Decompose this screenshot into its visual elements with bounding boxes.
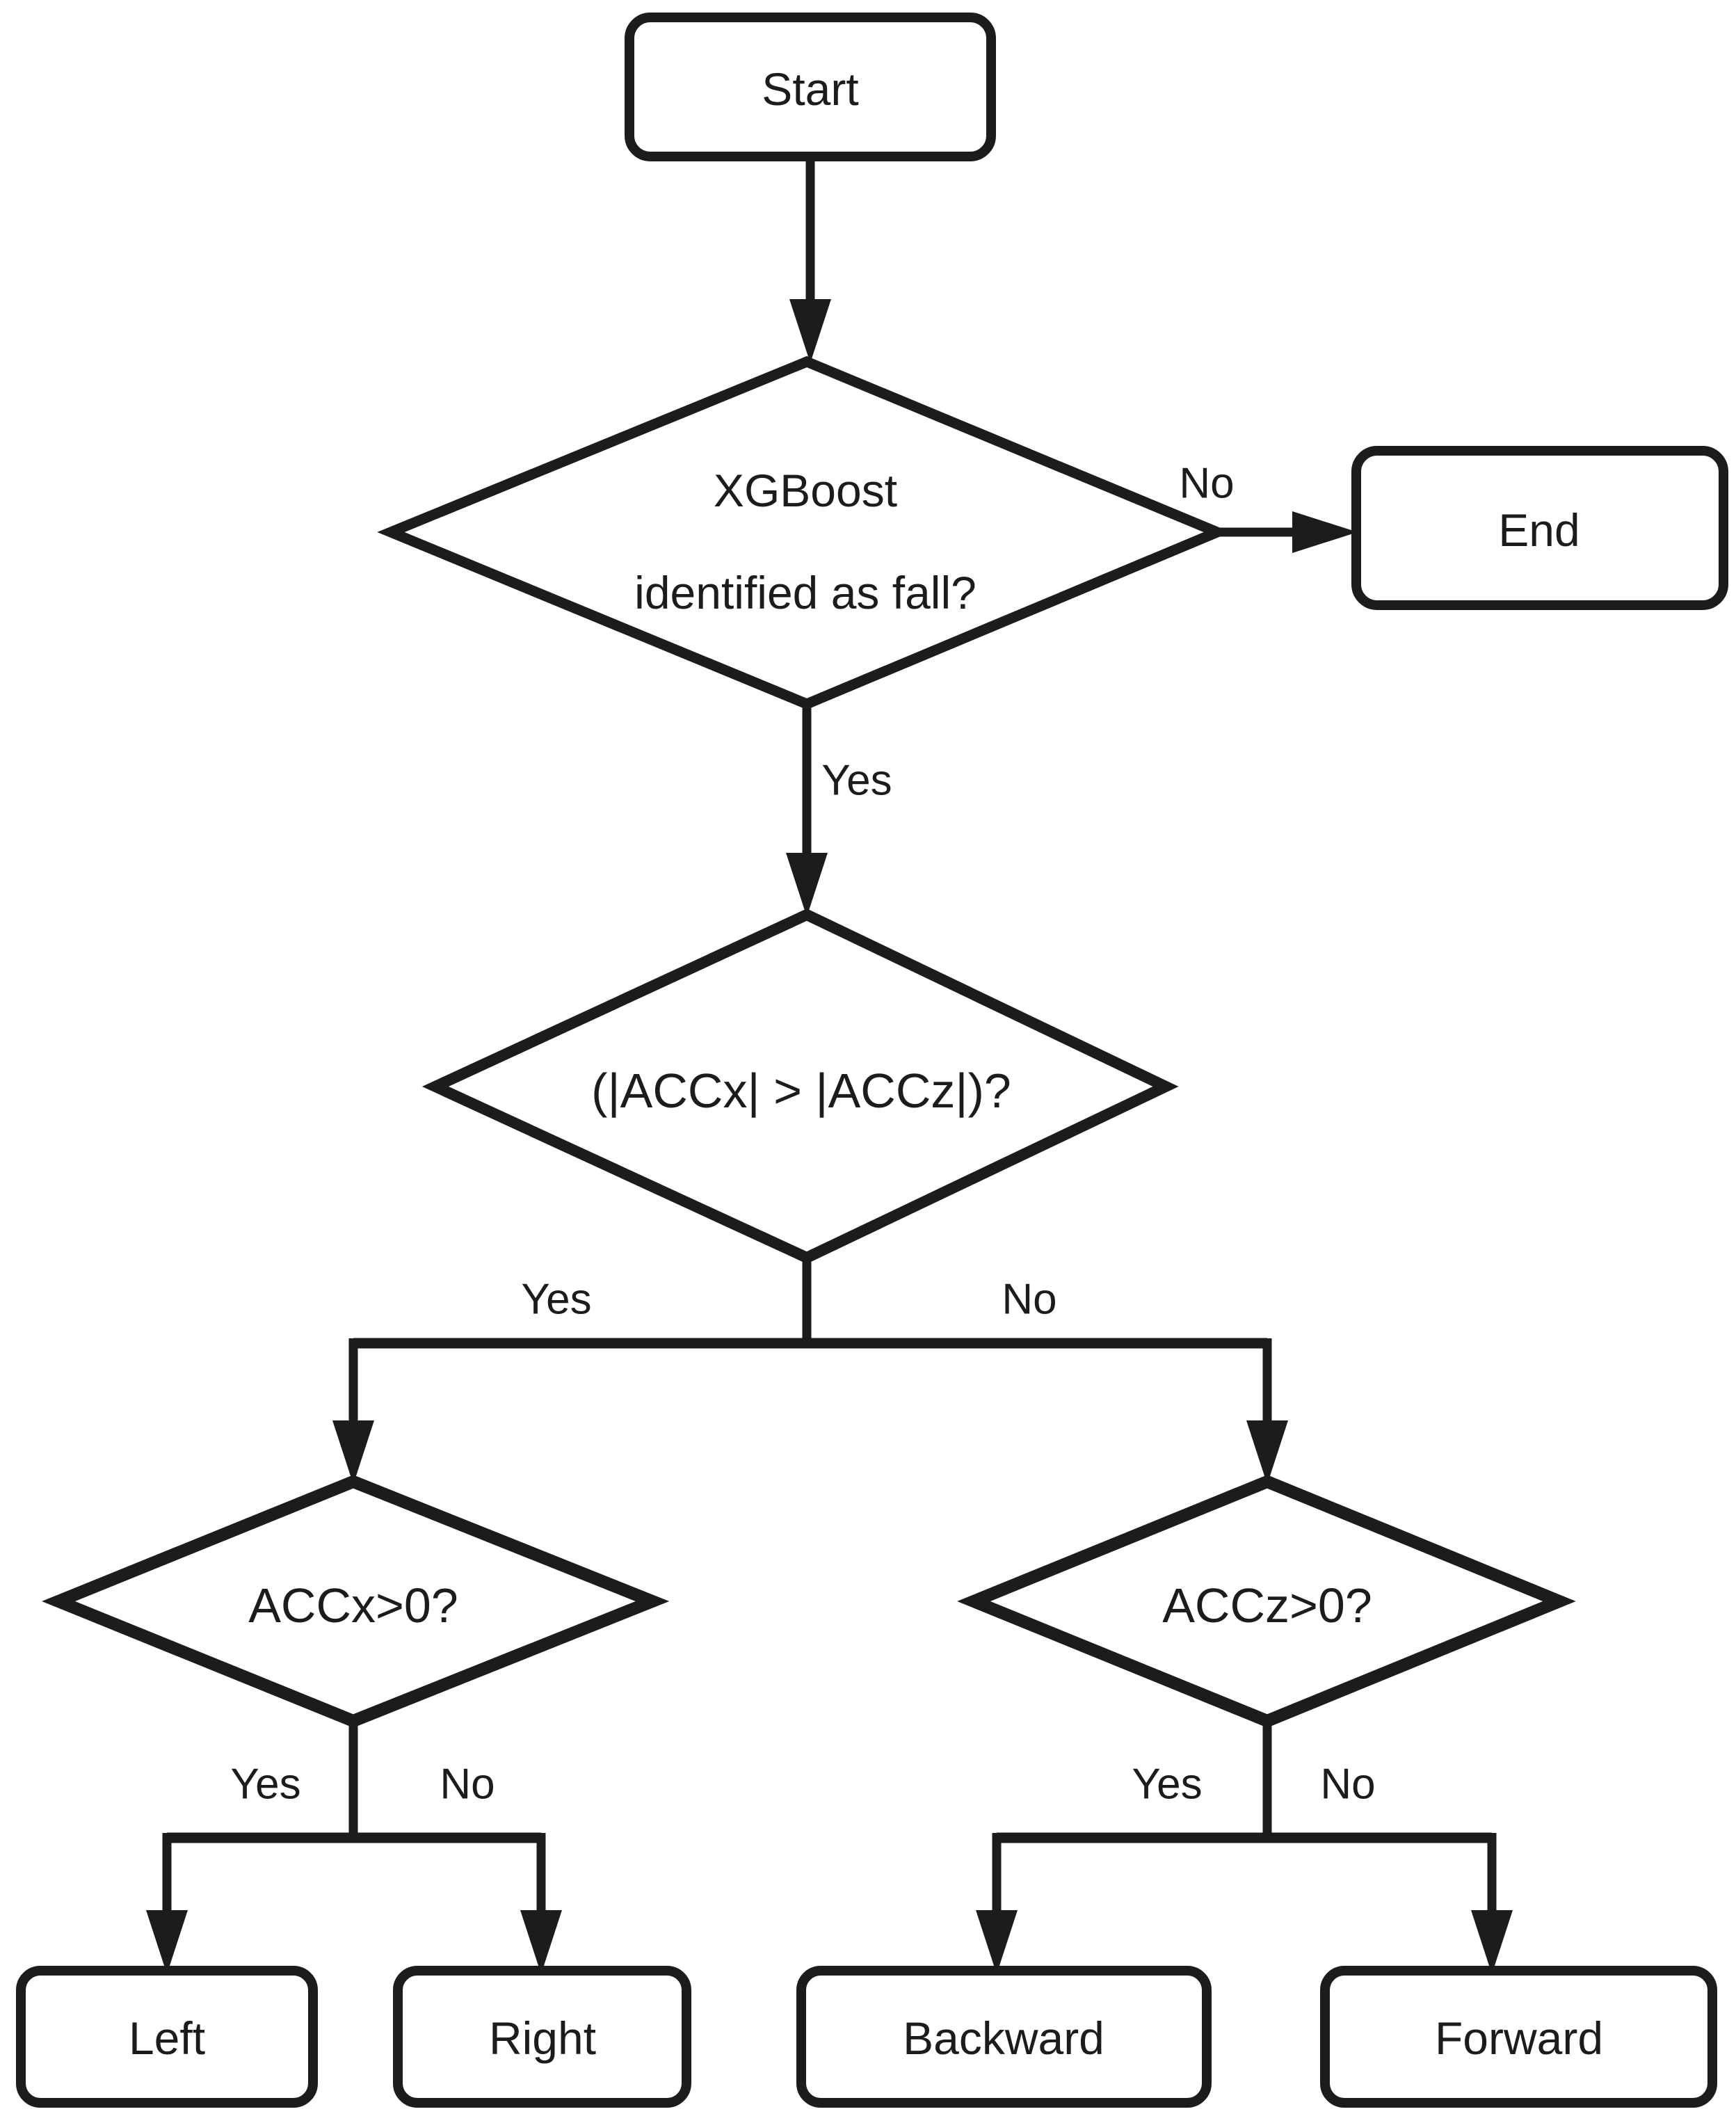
arrowhead-bar-to-left xyxy=(146,1910,188,1974)
edge-label-accx-no: No xyxy=(440,1761,495,1809)
node-fall-decision-label-line1: XGBoost xyxy=(714,465,897,516)
node-start xyxy=(625,13,996,161)
node-fall-decision xyxy=(377,355,1231,710)
edge-label-axis-no: No xyxy=(1002,1276,1056,1324)
node-left xyxy=(16,1966,318,2108)
node-left-label: Left xyxy=(129,2012,205,2064)
node-forward-label: Forward xyxy=(1435,2012,1603,2064)
edge-label-accz-yes: Yes xyxy=(1132,1761,1202,1809)
arrowhead-bar-to-backward xyxy=(976,1910,1018,1974)
node-accz-decision-label: ACCz>0? xyxy=(1162,1578,1372,1633)
edge-label-fall-no: No xyxy=(1179,460,1234,508)
connectors xyxy=(146,159,1513,1974)
node-accz-decision xyxy=(957,1475,1576,1728)
node-fall-decision-label-line2: identified as fall? xyxy=(634,567,976,618)
edge-label-axis-yes: Yes xyxy=(521,1276,591,1324)
arrowhead-bar-to-forward xyxy=(1471,1910,1513,1974)
node-right-label: Right xyxy=(489,2012,596,2064)
node-forward xyxy=(1320,1966,1717,2108)
node-accx-decision xyxy=(42,1475,670,1728)
arrowhead-bar-to-accx xyxy=(332,1420,374,1484)
node-accx-decision-label: ACCx>0? xyxy=(248,1578,458,1633)
edge-labels: No Yes Yes No Yes No Yes No xyxy=(230,460,1375,1809)
edge-label-accx-yes: Yes xyxy=(230,1761,300,1809)
edge-label-accz-no: No xyxy=(1320,1761,1375,1809)
node-axis-decision xyxy=(421,908,1179,1264)
node-end xyxy=(1351,446,1728,610)
node-right xyxy=(393,1966,691,2108)
node-end-label: End xyxy=(1498,504,1580,556)
nodes: Start XGBoost identified as fall? End (|… xyxy=(16,13,1728,2108)
node-start-label: Start xyxy=(762,63,858,115)
arrowhead-fall-to-axis xyxy=(786,853,828,917)
node-axis-decision-label: (|ACCx| > |ACCz|)? xyxy=(591,1064,1011,1118)
arrowhead-fall-to-end xyxy=(1292,511,1358,553)
edge-label-fall-yes: Yes xyxy=(821,757,892,805)
node-backward-label: Backward xyxy=(903,2012,1104,2064)
arrowhead-bar-to-right xyxy=(520,1910,562,1974)
arrowhead-bar-to-accz xyxy=(1246,1420,1288,1484)
node-backward xyxy=(796,1966,1212,2108)
arrowhead-start-to-fall xyxy=(789,299,831,363)
